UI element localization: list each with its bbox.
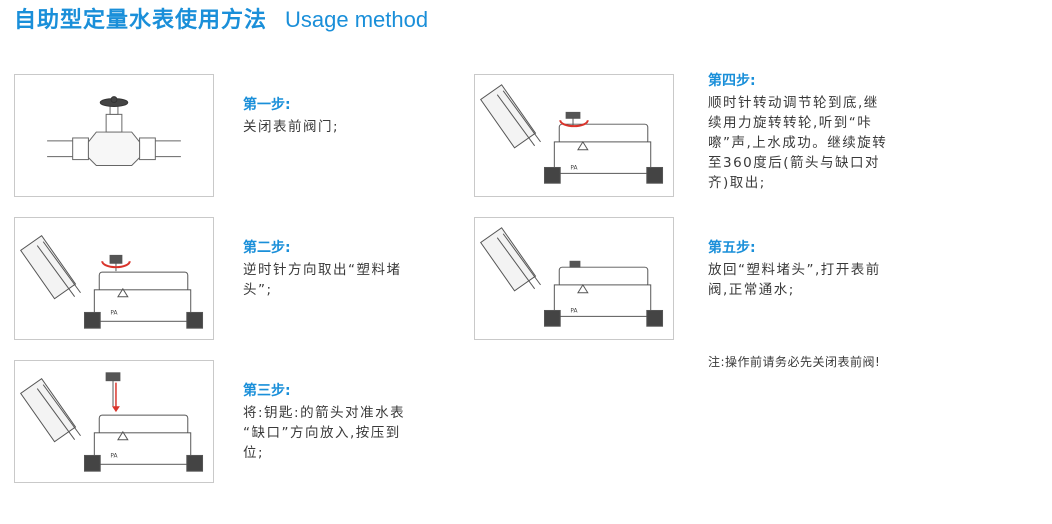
title-english: Usage method: [285, 7, 429, 32]
step-2-text: 逆时针方向取出“塑料堵 头”;: [243, 262, 402, 298]
step5-meter-image: PA: [474, 217, 674, 340]
step-1-text: 关闭表前阀门;: [243, 119, 340, 135]
page-title: 自助型定量水表使用方法 Usage method: [14, 2, 428, 34]
step-3-title: 第三步:: [243, 383, 291, 399]
warning-note: 注:操作前请务必先关闭表前阀!: [708, 355, 881, 369]
step-4-title: 第四步:: [708, 73, 756, 89]
step-1: 第一步: 关闭表前阀门;: [243, 95, 453, 137]
meter-label: PA: [570, 308, 577, 314]
step-2: 第二步: 逆时针方向取出“塑料堵 头”;: [243, 238, 453, 300]
meter-label: PA: [110, 310, 117, 316]
step-1-title: 第一步:: [243, 97, 291, 113]
step-3-text: 将:钥匙:的箭头对准水表 “缺口”方向放入,按压到 位;: [243, 405, 406, 461]
step3-meter-image: PA: [14, 360, 214, 483]
step-3: 第三步: 将:钥匙:的箭头对准水表 “缺口”方向放入,按压到 位;: [243, 381, 453, 463]
step2-meter-image: PA: [14, 217, 214, 340]
title-chinese: 自助型定量水表使用方法: [14, 8, 268, 33]
step-5-text: 放回“塑料堵头”,打开表前 阀,正常通水;: [708, 262, 881, 298]
step-5: 第五步: 放回“塑料堵头”,打开表前 阀,正常通水;: [708, 238, 918, 300]
step-2-title: 第二步:: [243, 240, 291, 256]
meter-label: PA: [570, 165, 577, 171]
step-4-text: 顺时针转动调节轮到底,继 续用力旋转转轮,听到“咔 嚓”声,上水成功。继续旋转 …: [708, 95, 888, 191]
step1-valve-image: [14, 74, 214, 197]
step-4: 第四步: 顺时针转动调节轮到底,继 续用力旋转转轮,听到“咔 嚓”声,上水成功。…: [708, 71, 918, 193]
meter-label: PA: [110, 453, 117, 459]
step-5-title: 第五步:: [708, 240, 756, 256]
step4-meter-image: PA: [474, 74, 674, 197]
